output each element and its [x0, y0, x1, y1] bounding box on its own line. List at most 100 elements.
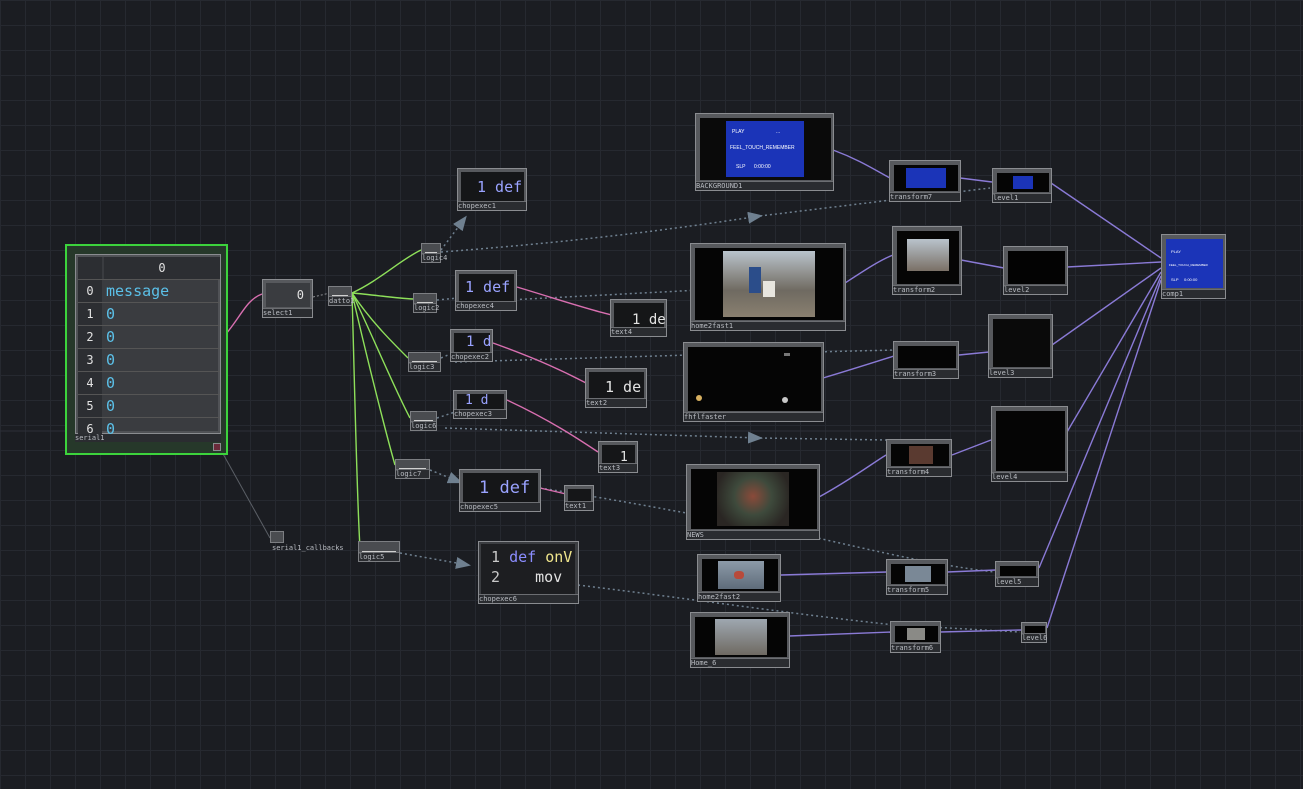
datto-label: datto1: [329, 296, 355, 305]
movie-preview: PLAY ... FEEL_TOUCH_REMEMBER SLP 0:00:00: [700, 118, 831, 180]
movie-preview: [688, 347, 821, 411]
code-preview: 1 def: [459, 274, 514, 303]
level4-node[interactable]: level4: [991, 406, 1068, 482]
level-preview: [1000, 566, 1036, 576]
text-label: text2: [586, 398, 646, 407]
transform-label: transform3: [894, 369, 958, 378]
code-preview: 1 def: [463, 473, 538, 504]
viewer-toggle-icon[interactable]: [213, 443, 221, 451]
level1-node[interactable]: level1: [992, 168, 1052, 203]
transform3-node[interactable]: transform3: [893, 341, 959, 379]
comp-label: comp1: [1162, 289, 1225, 298]
level-preview: [997, 173, 1049, 192]
chopexec2-node[interactable]: 1 d chopexec2: [450, 329, 493, 362]
transform-label: transform6: [891, 643, 940, 652]
chopexec-label: chopexec1: [458, 201, 526, 210]
logic-label: logic5: [359, 552, 399, 561]
level2-node[interactable]: level2: [1003, 246, 1068, 295]
transform5-node[interactable]: transform5: [886, 559, 948, 595]
transform-preview: [891, 444, 949, 466]
code-preview: 1 d: [457, 394, 504, 411]
movie-label: BACKGROUND1: [696, 181, 833, 190]
table-row: 0 message: [78, 280, 220, 303]
text2-node[interactable]: 1 de text2: [585, 368, 647, 408]
background-movie-node[interactable]: PLAY ... FEEL_TOUCH_REMEMBER SLP 0:00:00…: [695, 113, 834, 191]
chopexec4-node[interactable]: 1 def chopexec4: [455, 270, 517, 311]
table-row: 3 0: [78, 349, 220, 372]
level-label: level4: [992, 472, 1067, 481]
movie-preview: [695, 248, 843, 320]
logic3-node[interactable]: logic3: [408, 352, 441, 372]
glow-dot: [782, 397, 788, 403]
level-preview: [1008, 251, 1065, 284]
transform4-node[interactable]: transform4: [886, 439, 952, 477]
code-preview: 1 de: [614, 303, 666, 329]
fhflfaster-node[interactable]: fhflfaster: [683, 342, 824, 422]
glow-dot: [696, 395, 702, 401]
level5-node[interactable]: level5: [995, 561, 1039, 587]
serial-label: serial1: [75, 434, 221, 442]
level-label: level1: [993, 193, 1051, 202]
chopexec5-node[interactable]: 1 def chopexec5: [459, 469, 541, 512]
chopexec3-node[interactable]: 1 d chopexec3: [453, 390, 507, 419]
logic7-node[interactable]: logic7: [395, 459, 430, 479]
text1-node[interactable]: text1: [564, 485, 594, 511]
table-row: 2 0: [78, 326, 220, 349]
table-cell: 0: [106, 374, 116, 392]
text-label: text1: [565, 501, 593, 510]
video-frame: [718, 561, 764, 589]
transform-label: transform2: [893, 285, 961, 294]
transform-label: transform5: [887, 585, 947, 594]
chopexec6-node[interactable]: 1 def onV 2 mov chopexec6: [478, 541, 579, 604]
home2fast2-node[interactable]: home2fast2: [697, 554, 781, 602]
movie-label: fhflfaster: [684, 412, 823, 421]
serial-node[interactable]: 0 0 message 1 0 2 0 3 0 4 0: [65, 244, 228, 455]
logic-label: logic4: [422, 253, 448, 262]
text-label: text4: [611, 327, 666, 336]
news-movie-node[interactable]: NEWS: [686, 464, 820, 540]
code-preview: 1 d: [454, 333, 491, 354]
table-row: 5 0: [78, 395, 220, 418]
transform7-node[interactable]: transform7: [889, 160, 961, 202]
datto-node[interactable]: datto1: [328, 286, 355, 306]
chopexec-label: chopexec6: [479, 594, 578, 603]
table-cell: message: [106, 282, 170, 300]
chopexec1-node[interactable]: 1 def chopexec1: [457, 168, 527, 211]
code-preview: 1 def: [461, 172, 524, 203]
table-row: 1 0: [78, 303, 220, 326]
logic4-node[interactable]: logic4: [421, 243, 448, 263]
table-cell: 0: [106, 351, 116, 369]
level6-node[interactable]: level6: [1021, 622, 1047, 643]
chopexec-label: chopexec5: [460, 502, 540, 511]
transform2-node[interactable]: transform2: [892, 226, 962, 295]
table-cell: 0: [106, 328, 116, 346]
movie-preview: [691, 469, 817, 529]
video-frame: [715, 619, 767, 655]
comp-node[interactable]: PLAY FEEL_TOUCH_REMEMBER SLP 0:00:00 com…: [1161, 234, 1226, 299]
level-preview: [996, 411, 1065, 471]
video-frame: [717, 472, 789, 526]
serial-callbacks-node[interactable]: serial1_callbacks: [270, 531, 350, 553]
logic5-node[interactable]: logic5: [358, 541, 400, 562]
logic6-node[interactable]: logic6: [410, 411, 437, 431]
transform6-node[interactable]: transform6: [890, 621, 941, 653]
level3-node[interactable]: level3: [988, 314, 1053, 378]
select-label: select1: [263, 308, 312, 317]
code-preview: 1 def onV 2 mov: [481, 544, 575, 594]
text4-node[interactable]: 1 de text4: [610, 299, 667, 337]
home2fast1-node[interactable]: home2fast1: [690, 243, 846, 331]
logic-label: logic2: [414, 303, 440, 312]
home6-node[interactable]: Home_6: [690, 612, 790, 668]
code-preview: [568, 489, 591, 503]
movie-label: Home_6: [691, 658, 789, 667]
code-preview: 1 de: [589, 372, 644, 400]
transform-preview: [897, 231, 959, 284]
logic-label: logic6: [411, 421, 437, 430]
select-node[interactable]: 0 select1: [262, 279, 313, 318]
transform-preview: [891, 564, 945, 584]
movie-label: NEWS: [687, 530, 819, 539]
table-header: 0: [104, 257, 220, 279]
text3-node[interactable]: 1 text3: [598, 441, 638, 473]
logic2-node[interactable]: logic2: [413, 293, 440, 313]
comp-preview: PLAY FEEL_TOUCH_REMEMBER SLP 0:00:00: [1166, 239, 1223, 288]
